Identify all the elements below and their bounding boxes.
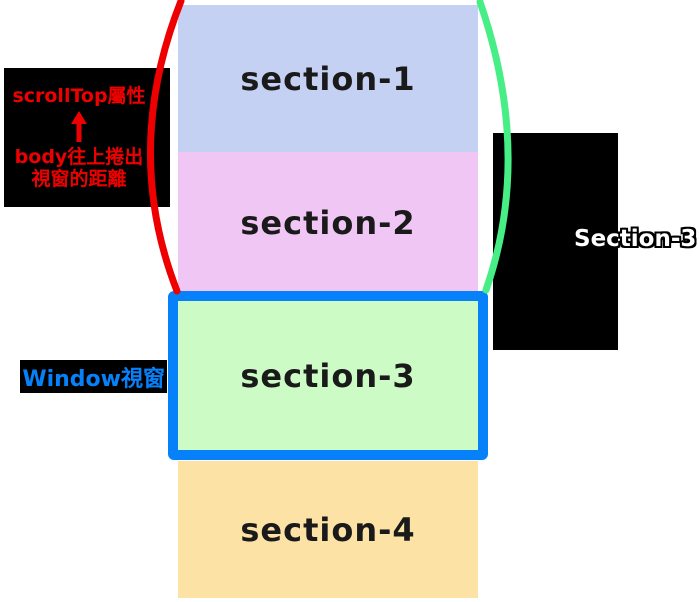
window-callout-label: Window視窗 bbox=[22, 366, 165, 392]
section-3-label: section-3 bbox=[240, 356, 416, 395]
scrolltop-title: scrollTop屬性 bbox=[12, 85, 146, 107]
scrolltop-callout-box: scrollTop屬性 body往上捲出 視窗的距離 bbox=[4, 68, 170, 207]
section-2-block: section-2 bbox=[178, 152, 478, 293]
section-2-label: section-2 bbox=[240, 203, 416, 242]
section3-callout-label: Section-3 bbox=[574, 226, 697, 252]
scrolltop-desc-line1: body往上捲出 bbox=[14, 146, 144, 168]
section-1-block: section-1 bbox=[178, 5, 478, 152]
section-4-label: section-4 bbox=[240, 510, 416, 549]
section-1-label: section-1 bbox=[240, 59, 416, 98]
scrolltop-desc-line2: 視窗的距離 bbox=[31, 168, 127, 190]
window-callout-box: Window視窗 bbox=[20, 360, 167, 393]
window-viewport-box: section-3 bbox=[168, 291, 488, 460]
up-arrow-icon bbox=[71, 111, 87, 142]
section-4-block: section-4 bbox=[178, 461, 478, 598]
section3-callout-box bbox=[493, 133, 618, 350]
